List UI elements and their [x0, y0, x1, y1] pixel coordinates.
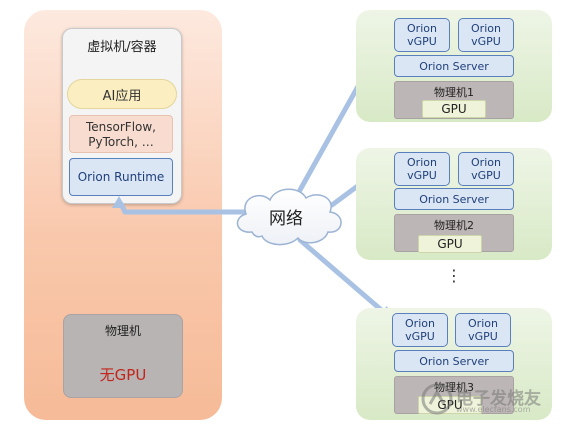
vgpu-name: Orion [471, 22, 501, 35]
physical-machine-label: 物理机2 [434, 219, 474, 232]
vgpu-label: vGPU [471, 169, 501, 182]
no-gpu-label: 无GPU [99, 366, 147, 384]
vgpu-label: vGPU [407, 169, 437, 182]
vgpu-name: Orion [468, 317, 498, 330]
physical-machine-label: 物理机1 [434, 86, 474, 99]
physical-machine-box [394, 376, 514, 414]
vgpu-label: vGPU [471, 35, 501, 48]
watermark-text: 电子发烧友 [456, 389, 541, 409]
vgpu-box: Orion vGPU [458, 18, 514, 52]
vgpu-label: vGPU [407, 35, 437, 48]
gpu-chip: GPU [418, 235, 482, 253]
vgpu-box: Orion vGPU [458, 152, 514, 186]
orion-server-bar: Orion Server [394, 350, 514, 372]
vm-title: 虚拟机/容器 [87, 40, 157, 55]
frameworks-box: TensorFlow, PyTorch, … [69, 115, 173, 153]
vgpu-label: vGPU [405, 330, 435, 343]
arrow-to-server-3 [297, 237, 389, 317]
frameworks-line-1: TensorFlow, [85, 120, 156, 134]
arrow-to-runtime [118, 201, 253, 215]
watermark-logo-icon [421, 383, 453, 415]
ai-app-pill: AI应用 [67, 79, 177, 109]
vgpu-box: Orion vGPU [394, 152, 450, 186]
watermark-url: www.elecfans.com [456, 405, 531, 414]
more-servers-ellipsis: ⋮ [446, 266, 462, 285]
network-label: 网络 [269, 209, 303, 229]
vgpu-box: Orion vGPU [455, 313, 511, 347]
orion-runtime-box: Orion Runtime [69, 158, 173, 196]
vgpu-name: Orion [407, 156, 437, 169]
vgpu-box: Orion vGPU [392, 313, 448, 347]
client-physical-machine-label: 物理机 [104, 324, 141, 338]
orion-server-bar: Orion Server [394, 188, 514, 210]
vgpu-name: Orion [471, 156, 501, 169]
vgpu-label: vGPU [468, 330, 498, 343]
client-physical-machine-box [63, 314, 183, 398]
orion-server-bar: Orion Server [394, 55, 514, 77]
arrowhead-runtime [112, 196, 126, 208]
vgpu-name: Orion [407, 22, 437, 35]
network-cloud-icon [236, 188, 342, 246]
vgpu-box: Orion vGPU [394, 18, 450, 52]
vgpu-name: Orion [405, 317, 435, 330]
physical-machine-label: 物理机3 [434, 381, 474, 394]
gpu-chip: GPU [422, 100, 486, 118]
frameworks-line-2: PyTorch, … [88, 135, 154, 149]
